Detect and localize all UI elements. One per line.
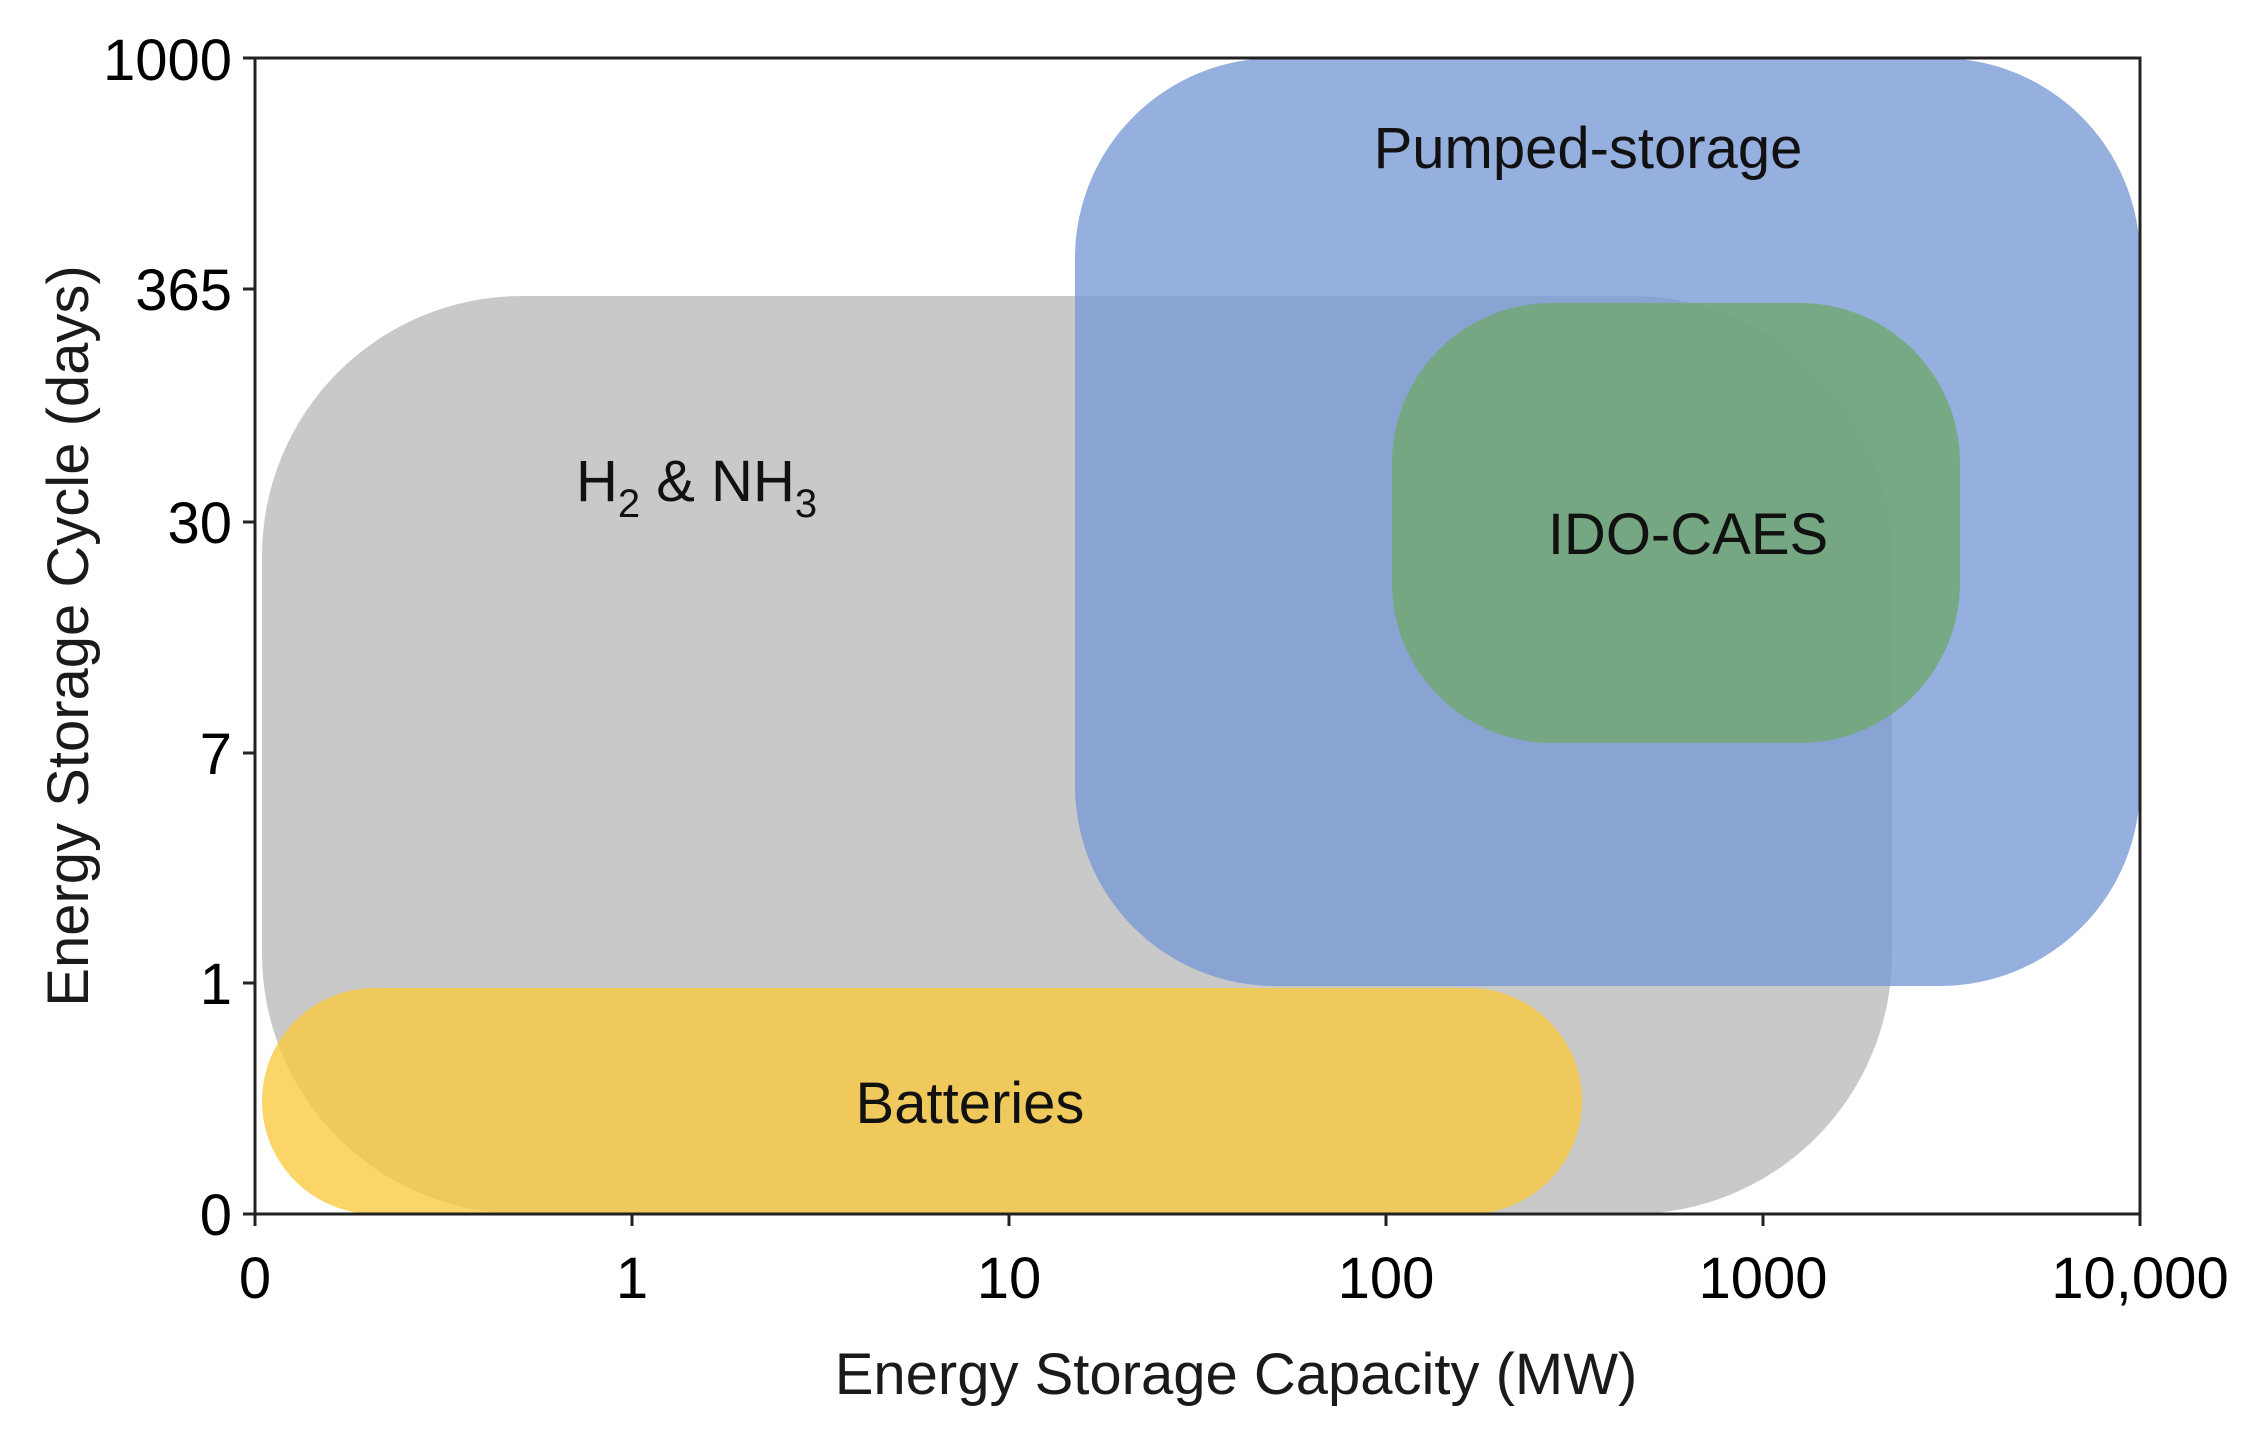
y-tick-label: 7 bbox=[200, 722, 232, 787]
x-tick-label: 0 bbox=[239, 1246, 271, 1311]
x-tick-label: 100 bbox=[1338, 1246, 1435, 1311]
y-tick-label: 365 bbox=[135, 258, 232, 323]
y-tick-labels: 0 1 7 30 365 1000 bbox=[103, 28, 232, 1248]
label-ido-caes: IDO-CAES bbox=[1548, 502, 1828, 567]
y-tick-label: 30 bbox=[167, 491, 232, 556]
plot-frame bbox=[253, 56, 2142, 1216]
y-tick-label: 1000 bbox=[103, 28, 232, 93]
label-batteries: Batteries bbox=[856, 1071, 1085, 1136]
x-tick-label: 1 bbox=[616, 1246, 648, 1311]
y-axis-title: Energy Storage Cycle (days) bbox=[36, 265, 101, 1006]
label-h2-nh3: H2 & NH3 bbox=[576, 449, 817, 526]
x-axis-title: Energy Storage Capacity (MW) bbox=[835, 1342, 1638, 1407]
y-axis-ticks bbox=[243, 56, 255, 1216]
x-axis-ticks bbox=[253, 1214, 2142, 1226]
label-h2-nh3-sub-3: 3 bbox=[795, 482, 817, 526]
x-tick-labels: 0 1 10 100 1000 10,000 bbox=[239, 1246, 2229, 1311]
label-h2-nh3-h: H bbox=[576, 449, 618, 514]
x-tick-label: 10,000 bbox=[2051, 1246, 2228, 1311]
x-tick-label: 1000 bbox=[1698, 1246, 1827, 1311]
label-h2-nh3-mid: & NH bbox=[640, 449, 795, 514]
label-pumped-storage: Pumped-storage bbox=[1374, 116, 1803, 181]
y-tick-label: 1 bbox=[200, 952, 232, 1017]
label-h2-nh3-sub-2: 2 bbox=[618, 482, 640, 526]
x-tick-label: 10 bbox=[977, 1246, 1042, 1311]
y-tick-label: 0 bbox=[200, 1183, 232, 1248]
regions bbox=[262, 58, 2140, 1214]
region-batteries bbox=[262, 988, 1582, 1214]
region-ido-caes bbox=[1392, 303, 1960, 743]
